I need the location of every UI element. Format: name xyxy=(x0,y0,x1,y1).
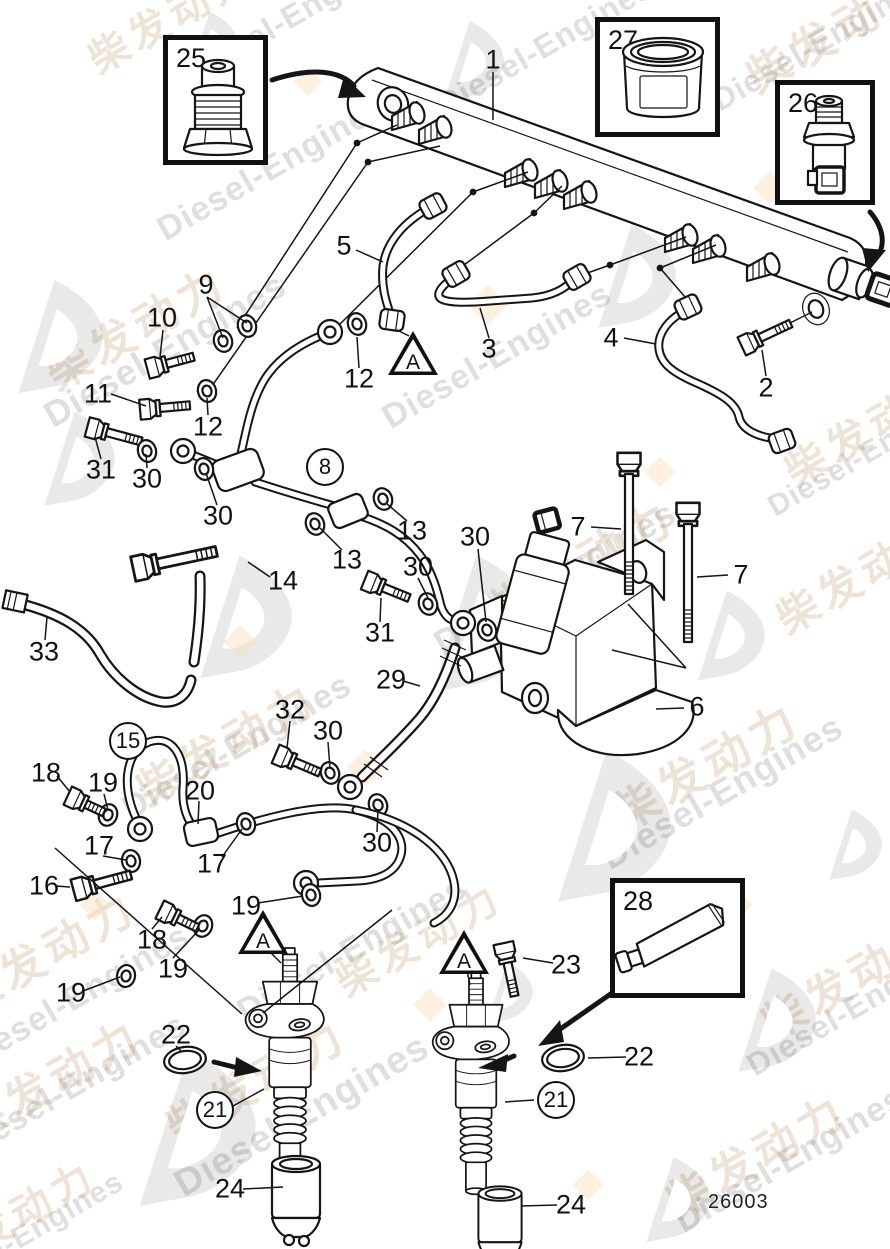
fuel-rail-part-1 xyxy=(346,66,890,326)
clamp-bolt-23 xyxy=(492,939,520,998)
overflow-pipe-15-20 xyxy=(62,735,460,990)
pipe-assembly-8 xyxy=(169,318,457,625)
injector-21-left xyxy=(244,947,325,1248)
rail-sensor-boss xyxy=(827,256,890,308)
pump-bolt-7a xyxy=(616,451,642,596)
injection-pipe-4 xyxy=(654,291,798,456)
pump-bolt-7b xyxy=(675,501,701,644)
banjo-hardware-upper-left xyxy=(83,309,397,583)
o-ring-arrow-left xyxy=(211,1057,262,1077)
return-hose-33 xyxy=(1,570,206,708)
injection-pipe-5 xyxy=(377,190,450,333)
injection-pipe-3 xyxy=(434,258,594,307)
alignment-lines xyxy=(211,124,813,387)
inset-box-25: 25 xyxy=(163,35,268,165)
inset-arrows xyxy=(269,69,886,1046)
plug-illustration xyxy=(182,58,254,157)
sealant-tube-illustration xyxy=(615,903,726,974)
injector-21-right xyxy=(431,971,523,1249)
inset-label-26: 26 xyxy=(788,88,819,118)
pump-solenoid xyxy=(495,506,571,655)
fuel-hose-29 xyxy=(270,569,501,820)
can-illustration xyxy=(621,36,705,119)
pump-part-6 xyxy=(456,506,695,757)
inset-box-27: 27 xyxy=(595,17,720,137)
flange-bolt-2 xyxy=(736,318,794,357)
o-ring-arrow-right xyxy=(478,1053,517,1072)
bolt-2-hole xyxy=(802,292,830,326)
inset-box-28: 28 xyxy=(610,878,745,998)
sensor-illustration xyxy=(802,94,856,195)
inset-box-26: 26 xyxy=(775,80,875,205)
leader-lines xyxy=(44,72,767,1207)
drawing-number: 26003 xyxy=(708,1191,769,1213)
o-ring-22-right xyxy=(539,1041,587,1075)
inset-label-28: 28 xyxy=(623,886,654,916)
o-ring-22-left xyxy=(161,1043,209,1077)
